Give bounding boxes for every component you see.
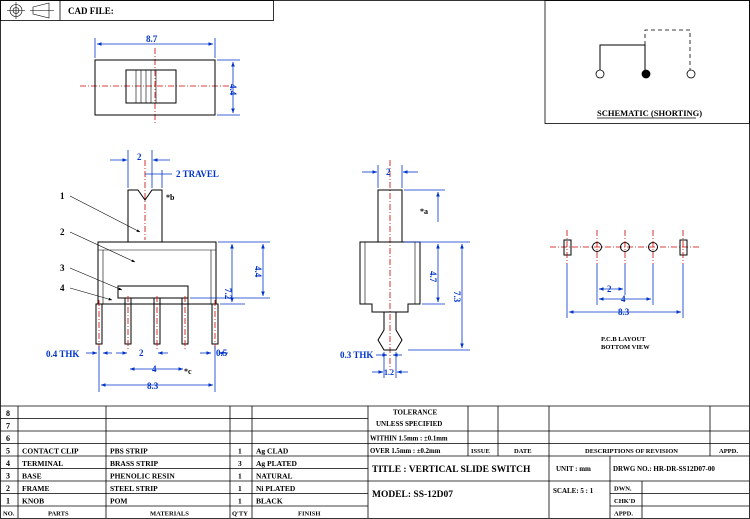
pcb-pitch-dim: 2 — [607, 284, 612, 294]
bom-no: 4 — [6, 459, 10, 468]
tolerance-within: WITHIN 1.5mm : ±0.1mm — [370, 436, 448, 443]
pcb-title-2: BOTTOM VIEW — [601, 344, 650, 351]
cad-file-label: CAD FILE: — [68, 6, 114, 16]
side-view: 2 *a 4.7 7.3 0.3 THK 1.2 — [340, 160, 470, 378]
callout-1: 1 — [60, 191, 65, 201]
front-thickness-dim: 0.4 THK — [46, 349, 79, 359]
issue-label: ISSUE — [471, 448, 490, 455]
bom-material: PHENOLIC RESIN — [110, 472, 175, 481]
revision-label: DESCRIPTIONS OF REVISION — [585, 448, 678, 455]
front-height-upper-dim: 4.4 — [253, 266, 263, 278]
bom-header-parts: PARTS — [48, 511, 69, 518]
callout-4: 4 — [60, 283, 65, 293]
terminal-open-icon — [595, 69, 605, 79]
bom-material: BRASS STRIP — [110, 459, 159, 468]
tolerance-sub: UNLESS SPECIFIED — [376, 420, 442, 428]
bom-no: 2 — [6, 484, 10, 493]
bom-material: PBS STRIP — [110, 447, 148, 456]
bom-no: 8 — [6, 409, 10, 418]
front-span-inner-dim: 4 — [152, 364, 157, 374]
pcb-slot-pad — [563, 239, 572, 256]
bom-no: 6 — [6, 434, 10, 443]
model-label: MODEL: SS-12D07 — [372, 490, 453, 500]
top-height-dim: 4.4 — [228, 84, 238, 96]
bom-qty: 1 — [238, 447, 242, 456]
side-lever-width-dim: 2 — [386, 167, 391, 177]
bom-no: 3 — [6, 472, 10, 481]
title-block: TOLERANCE UNLESS SPECIFIED WITHIN 1.5mm … — [368, 405, 750, 518]
tolerance-title: TOLERANCE — [393, 409, 438, 417]
projection-symbol-icon — [7, 2, 54, 19]
bom-part: KNOB — [22, 497, 44, 506]
bom-part: BASE — [22, 472, 42, 481]
pcb-slot-pad — [679, 239, 688, 256]
side-thickness-dim: 0.3 THK — [340, 350, 373, 360]
bom-finish: BLACK — [256, 497, 283, 506]
bom-no: 5 — [6, 447, 10, 456]
unit-label: UNIT : mm — [556, 465, 591, 473]
bom-no: 7 — [6, 422, 10, 431]
terminal-open-icon — [686, 69, 696, 79]
pcb-inner-dim: 4 — [621, 294, 626, 304]
bom-header-no: NO. — [3, 511, 15, 518]
chkd-label: CHK'D — [614, 498, 636, 505]
bom-header-finish: FINISH — [298, 511, 320, 518]
bom-qty: 1 — [238, 497, 242, 506]
bom-part: TERMINAL — [22, 459, 63, 468]
tolerance-over: OVER 1.5mm : ±0.2mm — [370, 448, 441, 455]
bom-finish: Ag PLATED — [256, 459, 297, 468]
schematic-title: SCHEMATIC (SHORTING) — [597, 108, 702, 118]
dwn-label: DWN. — [614, 486, 632, 493]
side-pin-width-dim: 1.2 — [384, 368, 394, 377]
bom-material: POM — [110, 497, 128, 506]
pcb-total-dim: 8.3 — [618, 307, 630, 317]
front-height-total-dim: 7.2 — [223, 288, 233, 300]
bom-header-qty: Q'TY — [232, 511, 248, 518]
front-view: 1 2 3 4 2 2 TRAVEL *b 4.4 7.2 0.4 THK 2 … — [46, 150, 270, 392]
pcb-layout: 2 4 8.3 P.C.B LAYOUT BOTTOM VIEW — [550, 230, 700, 351]
top-view: 8.7 4.4 — [80, 34, 240, 125]
front-travel-dim: 2 TRAVEL — [176, 169, 219, 179]
top-width-dim: 8.7 — [146, 34, 158, 44]
note-a: *a — [420, 207, 428, 216]
note-b: *b — [166, 193, 175, 202]
bom-finish: Ag CLAD — [256, 447, 289, 456]
schematic-panel: SCHEMATIC (SHORTING) — [544, 0, 750, 124]
bom-table: 8 7 6 5 CONTACT CLIP PBS STRIP 1 Ag CLAD… — [0, 405, 369, 518]
front-pin-width-dim: 0.5 — [216, 348, 228, 358]
bom-qty: 3 — [238, 459, 242, 468]
front-span-total-dim: 8.3 — [147, 381, 159, 391]
bom-finish: NATURAL — [256, 472, 293, 481]
drawing-number: DRWG NO.: HR-DR-SS12D07-00 — [613, 465, 715, 473]
appd-label: APPD. — [719, 448, 738, 455]
bom-material: STEEL STRIP — [110, 484, 158, 493]
callout-2: 2 — [60, 227, 65, 237]
header-strip: CAD FILE: — [0, 0, 274, 21]
bom-part: FRAME — [22, 484, 50, 493]
bom-no: 1 — [6, 497, 10, 506]
front-lever-width-dim: 2 — [137, 152, 142, 162]
bom-qty: 1 — [238, 484, 242, 493]
scale-label: SCALE: 5 : 1 — [553, 487, 594, 495]
drawing-title: TITLE : VERTICAL SLIDE SWITCH — [372, 465, 531, 475]
pcb-title-1: P.C.B LAYOUT — [601, 336, 646, 343]
terminal-common-icon — [641, 69, 651, 79]
bom-part: CONTACT CLIP — [22, 447, 79, 456]
bom-finish: Ni PLATED — [256, 484, 296, 493]
front-pitch-dim: 2 — [139, 348, 144, 358]
bom-qty: 1 — [238, 472, 242, 481]
date-label: DATE — [514, 448, 532, 455]
note-c: *c — [184, 367, 192, 376]
appd2-label: APPD. — [614, 511, 633, 518]
bom-header-materials: MATERIALS — [150, 511, 189, 518]
side-height-body-dim: 4.7 — [428, 271, 438, 283]
side-height-total-dim: 7.3 — [452, 291, 462, 303]
callout-3: 3 — [60, 263, 65, 273]
